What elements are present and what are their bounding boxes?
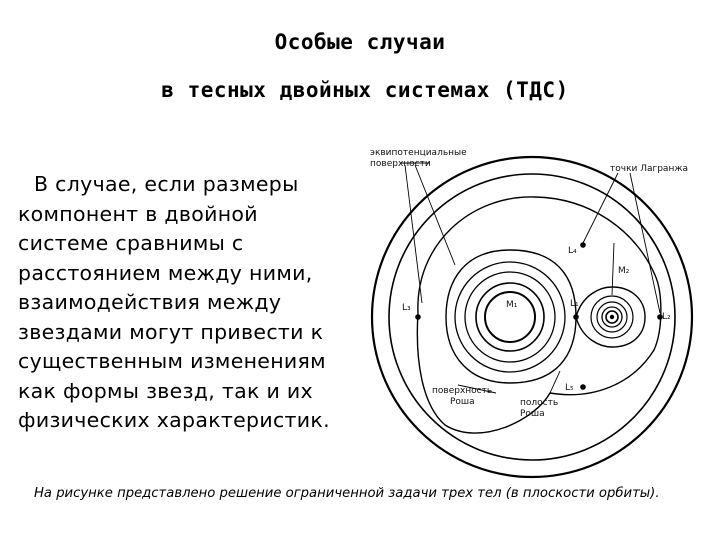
l3-point	[415, 314, 421, 320]
label-l5: L₅	[565, 383, 574, 393]
m1-contours	[454, 261, 566, 373]
l2-point	[657, 314, 663, 320]
label-lagrange-points: точки Лагранжа	[610, 164, 688, 174]
inner-circle	[388, 173, 676, 461]
outer-equipotential	[416, 196, 662, 434]
l1-point	[573, 314, 579, 320]
l4-point	[580, 242, 586, 248]
slide-title-line2: в тесных двойных системах (ТДС)	[161, 78, 569, 102]
label-l4: L₄	[568, 246, 577, 256]
l5-point	[580, 384, 586, 390]
slide-title-line1: Особые случаи	[274, 30, 446, 54]
label-l3: L₃	[402, 303, 411, 313]
leader-lines	[400, 162, 661, 394]
label-equipotential-1: эквипотенциальные	[370, 148, 467, 158]
m2-contours	[590, 295, 634, 339]
label-l1: L₁	[570, 299, 579, 309]
label-roche-lobe-1: полость	[520, 398, 558, 408]
outer-circle	[370, 155, 694, 479]
label-m1: M₁	[506, 300, 518, 310]
label-roche-lobe-2: Роша	[520, 409, 545, 419]
roche-diagram: эквипотенциальные поверхности точки Лагр…	[370, 148, 694, 479]
body-paragraph: В случае, если размеры компонент в двойн…	[18, 172, 330, 432]
roche-surface	[445, 249, 646, 384]
m2-center-dot	[609, 314, 615, 320]
label-roche-surface-2: Роша	[450, 397, 475, 407]
label-roche-surface-1: поверхность	[432, 386, 492, 396]
label-m2: M₂	[618, 266, 630, 276]
label-l2: L₂	[662, 312, 671, 322]
label-equipotential-2: поверхности	[370, 159, 431, 169]
figure-caption: На рисунке представлено решение ограниче…	[34, 486, 660, 501]
